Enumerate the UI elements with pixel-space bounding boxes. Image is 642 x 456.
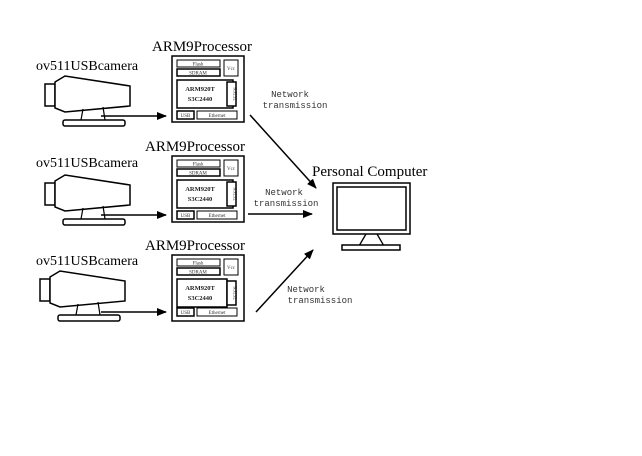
processor-label: ARM9Processor — [145, 139, 245, 155]
computer-label: Personal Computer — [312, 164, 427, 180]
ethernet-label: Ethernet — [209, 214, 227, 219]
processor-board: Flash SDRAM Vcc ARM920T S3C2440 RS232 US… — [171, 55, 245, 123]
usb-label: USB — [181, 214, 191, 219]
camera-icon — [44, 174, 131, 226]
unit-3: ARM9Processor ov511USBcamera Flash SDRAM… — [36, 238, 353, 322]
ethernet-label: Ethernet — [209, 311, 227, 316]
unit-2: ARM9Processor ov511USBcamera Flash SDRAM… — [36, 139, 319, 226]
camera-icon — [39, 270, 126, 322]
network-arrow — [249, 114, 317, 189]
rs232-label: RS232 — [232, 87, 237, 101]
cpu-label-line1: ARM920T — [185, 285, 215, 292]
camera-label: ov511USBcamera — [36, 59, 139, 74]
sdram-label: SDRAM — [189, 72, 207, 77]
vcc-label: Vcc — [227, 266, 236, 271]
rs232-label: RS232 — [232, 286, 237, 300]
camera-label: ov511USBcamera — [36, 254, 139, 269]
cpu-label-line1: ARM920T — [185, 86, 215, 93]
cpu-label-line1: ARM920T — [185, 186, 215, 193]
usb-label: USB — [181, 311, 191, 316]
vcc-label: Vcc — [227, 167, 236, 172]
network-arrow — [255, 249, 314, 313]
processor-board: Flash SDRAM Vcc ARM920T S3C2440 RS232 US… — [171, 254, 245, 322]
sdram-label: SDRAM — [189, 271, 207, 276]
cpu-label-line2: S3C2440 — [188, 96, 213, 103]
cpu-label-line2: S3C2440 — [188, 295, 213, 302]
processor-label: ARM9Processor — [152, 39, 252, 55]
personal-computer: Personal Computer — [312, 164, 427, 251]
processor-label: ARM9Processor — [145, 238, 245, 254]
cpu-label-line2: S3C2440 — [188, 196, 213, 203]
unit-1: ARM9Processor ov511USBcamera Flash SDRAM… — [36, 39, 328, 189]
network-label-line2: transmission — [263, 101, 328, 111]
flash-label: Flash — [193, 163, 204, 168]
network-label-line2: transmission — [288, 296, 353, 306]
flash-label: Flash — [193, 262, 204, 267]
rs232-label: RS232 — [232, 187, 237, 201]
ethernet-label: Ethernet — [209, 114, 227, 119]
network-label-line1: Network — [265, 188, 303, 198]
network-label-line1: Network — [271, 90, 309, 100]
camera-label: ov511USBcamera — [36, 156, 139, 171]
flash-label: Flash — [193, 63, 204, 68]
network-label-line1: Network — [287, 285, 325, 295]
processor-board: Flash SDRAM Vcc ARM920T S3C2440 RS232 US… — [171, 155, 245, 223]
vcc-label: Vcc — [227, 67, 236, 72]
network-label-line2: transmission — [254, 199, 319, 209]
camera-icon — [44, 75, 131, 127]
monitor-icon — [332, 182, 411, 251]
sdram-label: SDRAM — [189, 172, 207, 177]
usb-label: USB — [181, 114, 191, 119]
